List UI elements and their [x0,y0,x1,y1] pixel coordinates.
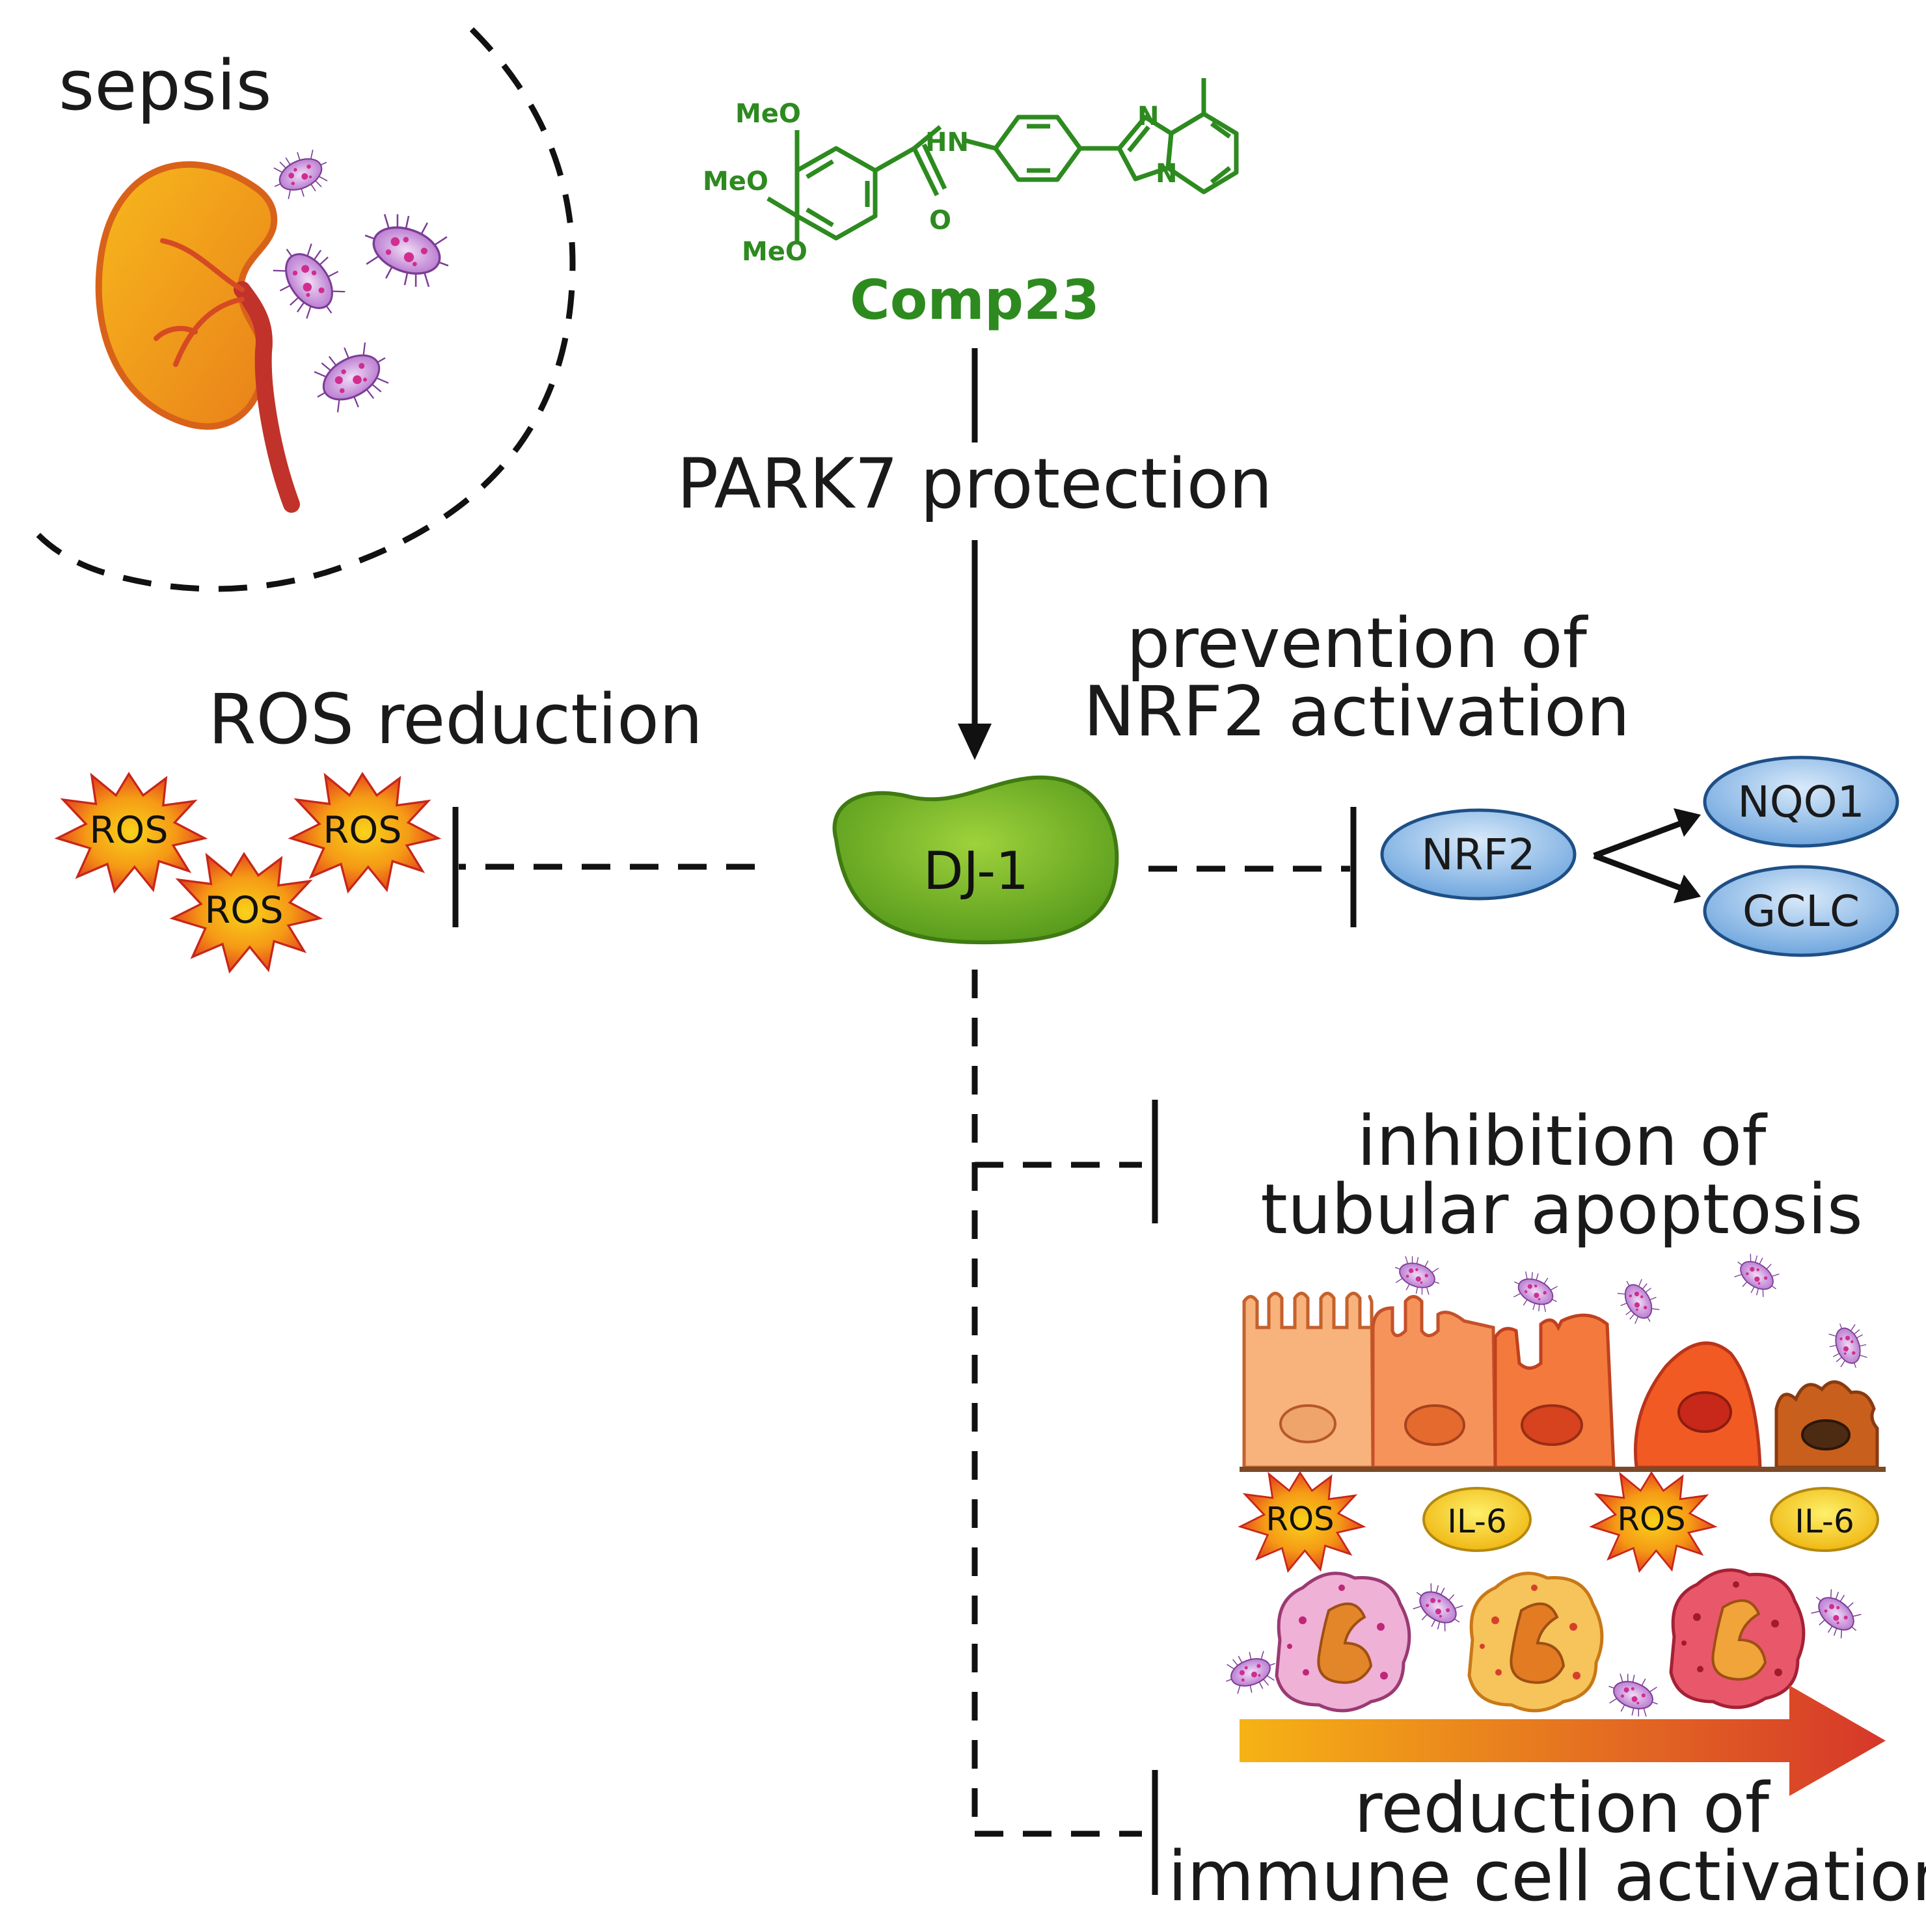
tubular-cell [1493,1313,1616,1469]
immune-cell [1467,1571,1604,1713]
comp23-atom-labels: MeO MeO MeO HN O N N [703,99,1177,267]
bacteria-icon [262,231,357,331]
immune-title-line1: reduction of [1354,1768,1771,1848]
svg-text:ROS: ROS [1266,1501,1334,1538]
gclc-node: GCLC [1703,865,1899,957]
compound-name: Comp23 [850,268,1100,332]
nqo1-node: NQO1 [1703,755,1899,848]
nrf2-node: NRF2 [1380,808,1577,901]
kidney-icon [95,161,300,513]
bacteria-icon [352,203,461,298]
bacteria-icon [1610,1272,1666,1331]
activation-gradient-arrow [1240,1685,1886,1796]
bacteria-icon [1506,1265,1565,1318]
bacteria-icon [1601,1667,1665,1723]
meo-label: MeO [735,99,801,129]
arrow-head [958,724,992,760]
svg-text:ROS: ROS [89,809,168,852]
nrf2-title-line1: prevention of [1126,603,1588,683]
immune-cell [1669,1568,1806,1709]
nitrogen-label: N [1137,102,1159,131]
immune-title-line2: immune cell activation [1168,1836,1926,1916]
il6-marker: IL-6 [1770,1487,1879,1552]
ros-burst: ROS [1590,1471,1716,1572]
bacteria-icon [1727,1247,1787,1304]
nrf2-title-line2: NRF2 activation [1083,672,1630,752]
ros-burst: ROS [1239,1471,1364,1572]
nrf2-target-arrows [1593,808,1701,903]
svg-text:NRF2: NRF2 [1421,830,1535,880]
sepsis-region: sepsis [23,27,576,592]
svg-text:ROS: ROS [1617,1501,1685,1538]
bacteria-icon [1219,1644,1282,1700]
dj1-label: DJ-1 [923,841,1029,901]
ros-burst: ROS [56,772,206,893]
bacteria-icon [1823,1317,1873,1374]
svg-text:NQO1: NQO1 [1737,777,1864,827]
ros-reduction-label: ROS reduction [208,679,703,759]
nitrogen-label: N [1156,159,1177,189]
ros-burst: ROS [290,772,440,893]
apoptosis-title-line1: inhibition of [1357,1101,1769,1181]
tubular-epithelium [1240,1292,1886,1472]
sepsis-label: sepsis [59,46,272,126]
oxygen-label: O [929,206,951,236]
immune-cell [1275,1571,1411,1713]
park7-protection-label: PARK7 protection [677,444,1272,524]
meo-label: MeO [742,237,807,267]
svg-text:IL-6: IL-6 [1447,1503,1507,1540]
meo-label: MeO [703,167,768,197]
svg-text:GCLC: GCLC [1743,886,1860,936]
bacteria-icon [1803,1581,1869,1646]
tubular-cell [1371,1295,1497,1469]
ros-burst: ROS [171,852,321,973]
bacteria-icon [265,142,336,207]
tubular-cell [1633,1341,1762,1469]
bacteria-icon [1405,1575,1471,1639]
bacteria-icon [302,331,401,424]
bacteria-icon [1389,1250,1446,1301]
dj1-node: DJ-1 [832,775,1119,945]
svg-text:ROS: ROS [323,809,401,852]
tubular-cell [1774,1380,1879,1469]
il6-marker: IL-6 [1422,1487,1532,1552]
tubular-cell [1242,1292,1375,1469]
sepsis-boundary [23,27,576,592]
apoptosis-title-line2: tubular apoptosis [1260,1169,1863,1249]
nh-label: HN [925,128,969,157]
svg-text:ROS: ROS [204,889,283,932]
comp23-structure [766,78,1239,244]
svg-text:IL-6: IL-6 [1795,1503,1854,1540]
